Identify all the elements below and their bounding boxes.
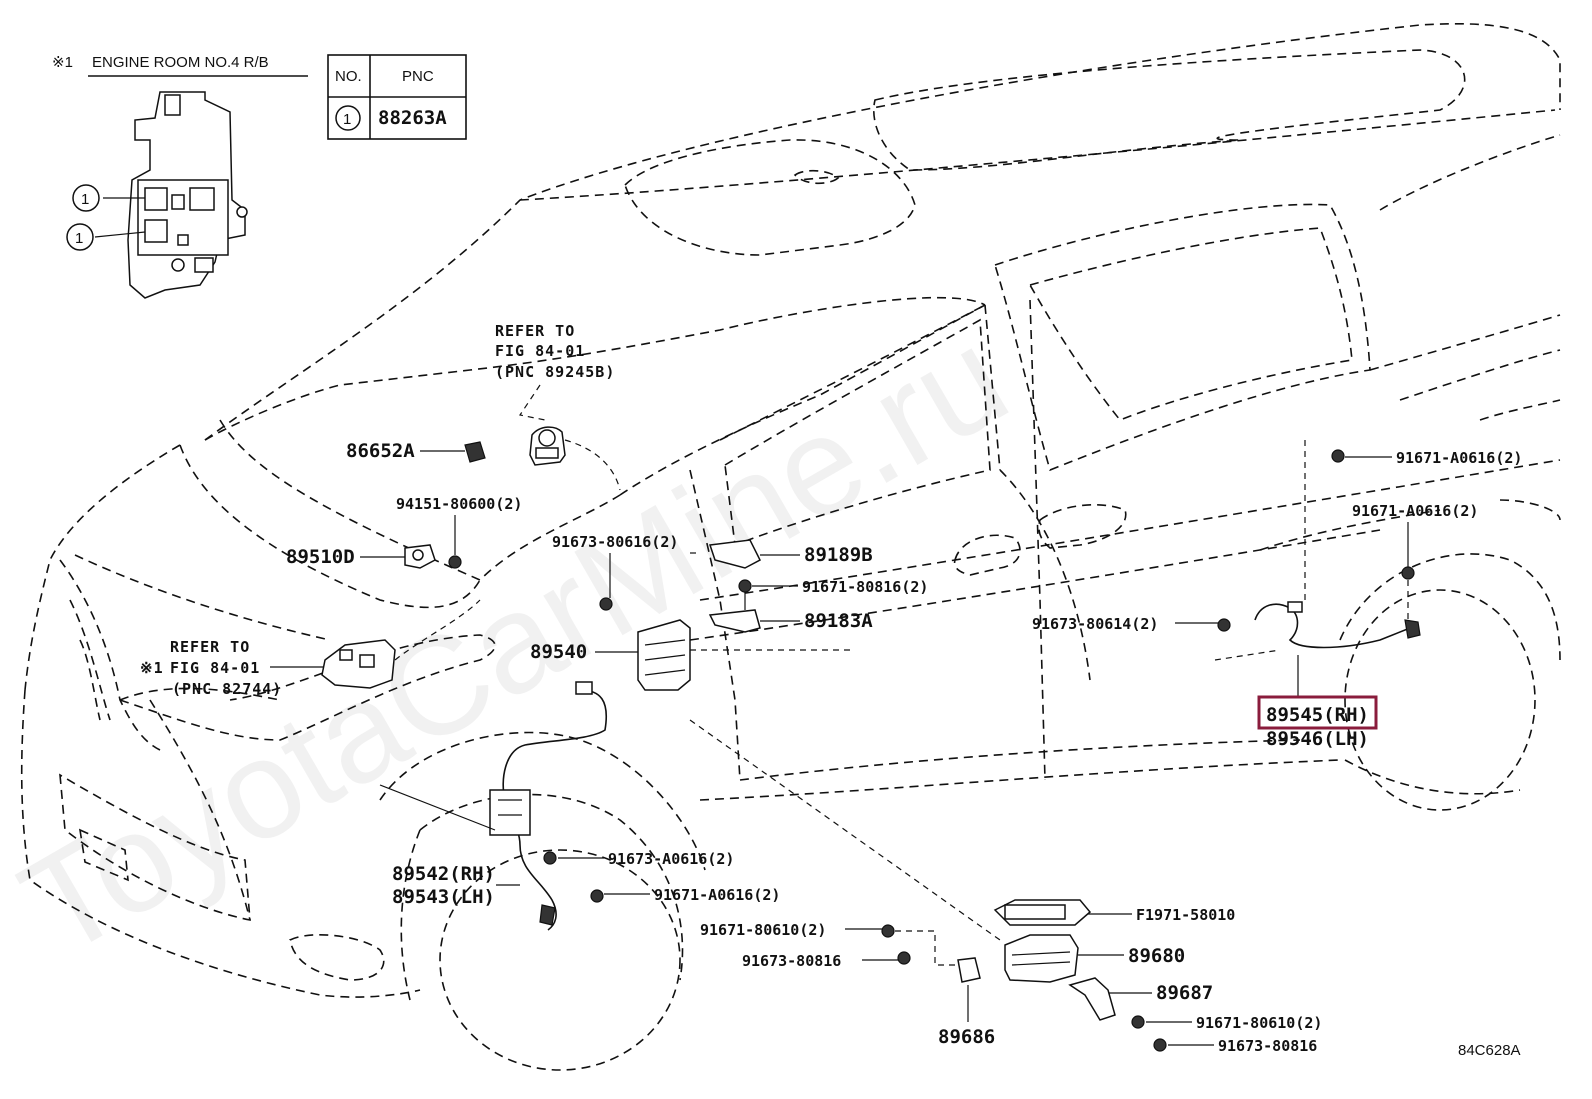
part-89546: 89546(LH) xyxy=(1266,728,1369,750)
part-89189B: 89189B xyxy=(708,539,873,569)
part-89686: 89686 xyxy=(938,957,995,1048)
part-89543: 89543(LH) xyxy=(392,884,520,908)
svg-text:91671-A0616(2): 91671-A0616(2) xyxy=(654,886,780,904)
svg-text:91671-A0616(2): 91671-A0616(2) xyxy=(1396,449,1522,467)
refer-note-top: REFER TO FIG 84-01 (PNC 89245B) xyxy=(495,322,621,491)
svg-text:91673-80616(2): 91673-80616(2) xyxy=(552,533,678,551)
svg-text:(PNC 82744): (PNC 82744) xyxy=(172,680,282,698)
bracket-89686 xyxy=(957,957,981,983)
pnc-table-row-pnc: 88263A xyxy=(378,107,447,129)
part-89687: 89687 xyxy=(1068,977,1213,1021)
svg-text:REFER TO: REFER TO xyxy=(170,638,250,656)
callout-circle-1b xyxy=(66,223,94,251)
part-91673-A0616: 91673-A0616(2) xyxy=(543,850,734,868)
watermark: ToyotaCarMine.ru xyxy=(0,298,1032,986)
callout-1b: 1 xyxy=(75,230,83,247)
svg-text:91671-80816(2): 91671-80816(2) xyxy=(802,578,928,596)
svg-text:89189B: 89189B xyxy=(804,544,873,566)
part-91673-80616: 91673-80616(2) xyxy=(552,533,700,611)
figure-code: 84C628A xyxy=(1458,1042,1521,1059)
svg-text:FIG 84-01: FIG 84-01 xyxy=(495,342,585,360)
relay-box-82744 xyxy=(321,639,396,689)
svg-text:89545(RH): 89545(RH) xyxy=(1266,704,1369,726)
part-89680: 89680 xyxy=(1004,934,1185,983)
svg-text:89510D: 89510D xyxy=(286,546,355,568)
ecu-89540 xyxy=(637,619,691,691)
svg-text:86652A: 86652A xyxy=(346,440,415,462)
pnc-table-row-no: 1 xyxy=(343,111,351,128)
relay-88263A-lower xyxy=(144,219,168,243)
engine-room-inset: ※1 ENGINE ROOM NO.4 R/B 1 1 xyxy=(52,54,308,299)
svg-text:89686: 89686 xyxy=(938,1026,995,1048)
inset-title: ENGINE ROOM NO.4 R/B xyxy=(92,54,269,71)
part-91671-A0616-a: 91671-A0616(2) xyxy=(1304,440,1522,600)
bracket-89183A xyxy=(708,609,761,633)
svg-text:89542(RH): 89542(RH) xyxy=(392,863,495,885)
svg-text:※1: ※1 xyxy=(140,659,164,677)
vehicle-outline xyxy=(20,22,1561,1071)
svg-text:91671-A0616(2): 91671-A0616(2) xyxy=(1352,502,1478,520)
svg-text:91673-80816: 91673-80816 xyxy=(742,952,841,970)
part-91671-80816: 91671-80816(2) xyxy=(738,578,928,610)
svg-text:(PNC 89245B): (PNC 89245B) xyxy=(495,363,615,381)
part-91671-80610-b: 91671-80610(2) xyxy=(1131,1014,1322,1032)
part-91673-80816-a: 91673-80816 xyxy=(742,951,911,970)
part-91671-A0616-c: 91671-A0616(2) xyxy=(590,886,780,904)
callout-1a: 1 xyxy=(81,191,89,208)
svg-text:89543(LH): 89543(LH) xyxy=(392,886,495,908)
pnc-table: NO. PNC 1 88263A xyxy=(327,54,467,140)
svg-text:91671-80610(2): 91671-80610(2) xyxy=(1196,1014,1322,1032)
callout-circle-1a xyxy=(72,184,100,212)
svg-text:FIG 84-01: FIG 84-01 xyxy=(170,659,260,677)
part-89510D: 89510D xyxy=(286,544,436,569)
module-89680 xyxy=(1004,934,1079,983)
part-89183A: 89183A xyxy=(708,609,873,633)
svg-text:94151-80600(2): 94151-80600(2) xyxy=(396,495,522,513)
bracket-89189B xyxy=(708,539,761,569)
svg-text:91673-80614(2): 91673-80614(2) xyxy=(1032,615,1158,633)
svg-text:91673-80816: 91673-80816 xyxy=(1218,1037,1317,1055)
front-speed-sensor xyxy=(489,681,607,931)
rear-speed-sensor xyxy=(1254,601,1421,698)
part-94151: 94151-80600(2) xyxy=(396,495,522,569)
svg-text:89183A: 89183A xyxy=(804,610,873,632)
svg-text:F1971-58010: F1971-58010 xyxy=(1136,906,1235,924)
refer-note-left: REFER TO ※1 FIG 84-01 (PNC 82744) xyxy=(140,599,481,698)
part-89540: 89540 xyxy=(530,619,850,691)
part-91671-A0616-b: 91671-A0616(2) xyxy=(1352,502,1478,625)
inset-mark: ※1 xyxy=(52,54,73,71)
part-89545: 89545(RH) xyxy=(1257,695,1378,730)
svg-text:91671-80610(2): 91671-80610(2) xyxy=(700,921,826,939)
part-89542: 89542(RH) xyxy=(379,784,496,885)
svg-text:REFER TO: REFER TO xyxy=(495,322,575,340)
dash-to-module xyxy=(689,719,1001,941)
pnc-table-header-no: NO. xyxy=(335,68,362,85)
part-86652A: 86652A xyxy=(346,440,486,463)
svg-text:89540: 89540 xyxy=(530,641,587,663)
svg-text:89546(LH): 89546(LH) xyxy=(1266,728,1369,750)
svg-text:89680: 89680 xyxy=(1128,945,1185,967)
svg-text:91673-A0616(2): 91673-A0616(2) xyxy=(608,850,734,868)
part-91671-80610-a: 91671-80610(2) xyxy=(700,921,960,966)
part-91673-80816-b: 91673-80816 xyxy=(1153,1037,1317,1055)
highlight-89545 xyxy=(1257,695,1378,730)
part-F1971: F1971-58010 xyxy=(993,899,1235,926)
relay-88263A-upper xyxy=(144,187,168,211)
svg-text:89687: 89687 xyxy=(1156,982,1213,1004)
bracket-89687 xyxy=(1068,977,1116,1021)
pnc-table-header-pnc: PNC xyxy=(402,68,434,85)
part-91673-80614: 91673-80614(2) xyxy=(1032,615,1281,661)
